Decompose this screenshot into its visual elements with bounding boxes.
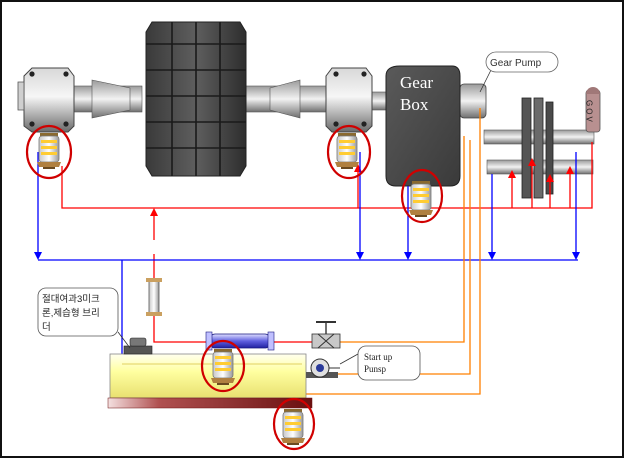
gearbox-label-line2: Box [400,95,429,114]
filter-tank [200,339,246,393]
return-oil-lines [34,152,580,354]
oil-tank [107,353,313,409]
highlight-circle [200,339,246,393]
gate-valve-icon [311,321,341,349]
highlight-circle [25,124,73,180]
startup-label-line2: Punsp [364,364,387,374]
governor: GOV [585,87,601,133]
center-bearing-housing [325,67,373,133]
filter-left-bearing [25,124,73,180]
highlight-circle [400,168,444,224]
left-bearing-housing [17,67,75,133]
highlight-circle [272,397,316,451]
startup-pump-icon [306,358,340,378]
supply-oil-lines [61,142,593,346]
gear-box: Gear Box [385,65,461,187]
filter-center-bearing [326,124,372,180]
generator-rotor [145,21,247,177]
breather-label-line2: 론,제습형 브리 [42,308,100,319]
tank-breather [123,337,153,355]
oil-cooler [205,331,275,351]
filter-drain [272,397,316,451]
startup-pump-callout: Start up Punsp [339,345,421,381]
breather-label-line3: 더 [42,322,51,333]
gearbox-label-line1: Gear [400,73,433,92]
gov-label: GOV [585,100,594,124]
return-filter-column [146,278,162,316]
turbine-discs [521,97,554,199]
gear-pump-label: Gear Pump [490,58,542,69]
filter-gear-box [400,168,444,224]
gear-pump-callout: Gear Pump [479,51,559,93]
highlight-circle [326,124,372,180]
breather-label-line1: 절대여과3미크 [42,293,100,305]
breather-callout: 절대여과3미크 론,제습형 브리 더 [37,287,131,349]
startup-label-line1: Start up [364,352,393,362]
